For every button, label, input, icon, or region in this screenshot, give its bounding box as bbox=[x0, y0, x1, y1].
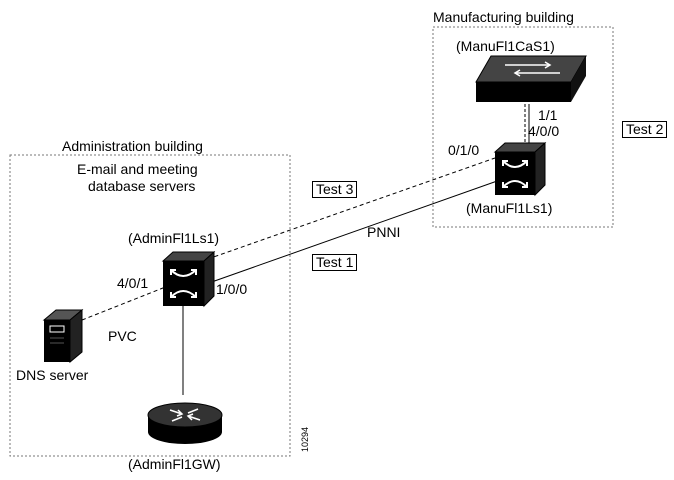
port-label-0-1-0: 0/1/0 bbox=[448, 142, 480, 158]
router-icon bbox=[147, 402, 223, 444]
administration-building-title: Administration building bbox=[62, 138, 203, 154]
manufacturing-building-title: Manufacturing building bbox=[433, 9, 574, 25]
test-3-label: Test 3 bbox=[312, 181, 358, 198]
atm-switch-icon-manu bbox=[493, 141, 547, 197]
server-icon bbox=[42, 308, 84, 364]
test3-link-dashed bbox=[187, 157, 496, 267]
atm-switch-icon-admin bbox=[161, 250, 216, 308]
pvc-link-dashed bbox=[81, 285, 169, 321]
pnni-link-solid bbox=[205, 179, 501, 285]
manufacturing-building-boundary bbox=[432, 26, 614, 228]
pnni-label: PNNI bbox=[367, 224, 401, 240]
port-label-4-0-1: 4/0/1 bbox=[117, 275, 149, 291]
admin-ls-label: (AdminFl1Ls1) bbox=[128, 230, 220, 246]
port-label-1-1: 1/1 bbox=[538, 107, 558, 123]
servers-caption-line1: E-mail and meeting bbox=[77, 161, 198, 177]
dns-server-label: DNS server bbox=[16, 367, 89, 383]
manu-campus-switch-label: (ManuFl1CaS1) bbox=[456, 38, 555, 54]
figure-id-label: 10294 bbox=[300, 426, 310, 452]
manu-ls-label: (ManuFl1Ls1) bbox=[466, 200, 553, 216]
admin-gw-label: (AdminFl1GW) bbox=[128, 456, 221, 472]
administration-building-boundary bbox=[9, 154, 291, 457]
port-label-1-0-0: 1/0/0 bbox=[216, 281, 248, 297]
campus-switch-icon bbox=[475, 55, 587, 102]
test-2-label: Test 2 bbox=[622, 121, 668, 138]
port-label-4-0-0: 4/0/0 bbox=[528, 123, 560, 139]
test-1-label: Test 1 bbox=[312, 254, 358, 271]
pvc-label: PVC bbox=[108, 328, 137, 344]
servers-caption-line2: database servers bbox=[88, 178, 196, 194]
